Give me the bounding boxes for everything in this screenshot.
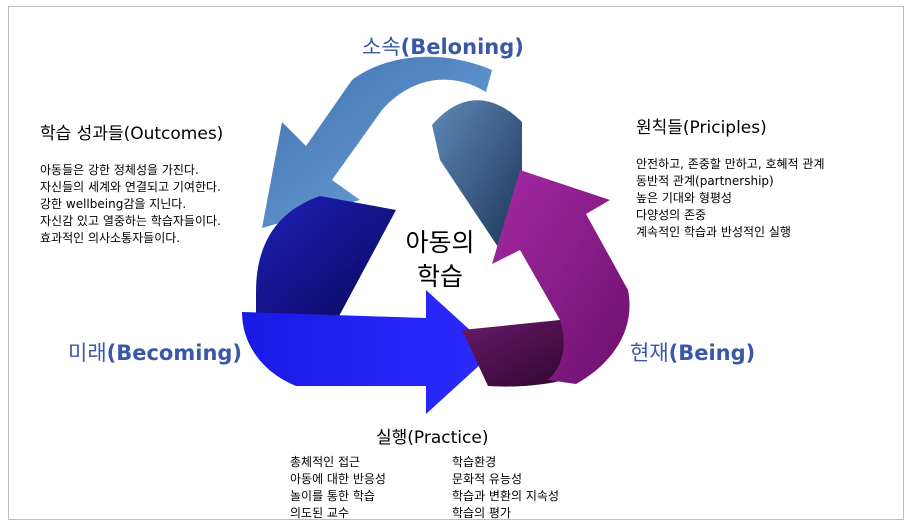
practice-item: 학습환경 bbox=[452, 455, 497, 469]
outcomes-item: 자신들의 세계와 연결되고 기여한다. bbox=[40, 180, 221, 194]
right-arrow-fold bbox=[462, 320, 588, 387]
right-arrow bbox=[492, 170, 630, 384]
becoming-label: 미래(Becoming) bbox=[68, 343, 242, 364]
center-line-1: 아동의 bbox=[405, 228, 475, 257]
practice-item: 학습과 변환의 지속성 bbox=[452, 489, 559, 503]
becoming-en: (Becoming) bbox=[106, 341, 243, 365]
outcomes-title: 학습 성과들(Outcomes) bbox=[40, 124, 224, 144]
principles-title: 원칙들(Priciples) bbox=[636, 118, 767, 138]
principles-item: 안전하고, 존중할 만하고, 호혜적 관계 bbox=[636, 157, 825, 171]
top-arrow bbox=[262, 56, 492, 228]
principles-item: 다양성의 존중 bbox=[636, 208, 707, 222]
diagram-frame bbox=[8, 6, 904, 520]
left-arrow-fold bbox=[256, 196, 396, 318]
outcomes-item: 자신감 있고 열중하는 학습자들이다. bbox=[40, 214, 221, 228]
practice-left-list: 총체적인 접근 아동에 대한 반응성 놀이를 통한 학습 의도된 교수 bbox=[290, 454, 386, 522]
becoming-ko: 미래 bbox=[68, 341, 107, 365]
top-arrow-fold bbox=[432, 100, 522, 250]
belonging-label: 소속(Beloning) bbox=[362, 37, 524, 58]
principles-item: 계속적인 학습과 반성적인 실행 bbox=[636, 225, 791, 239]
belonging-ko: 소속 bbox=[362, 35, 401, 59]
practice-item: 의도된 교수 bbox=[290, 506, 350, 520]
being-ko: 현재 bbox=[630, 341, 669, 365]
principles-item: 동반적 관계(partnership) bbox=[636, 174, 774, 188]
principles-list: 안전하고, 존중할 만하고, 호혜적 관계 동반적 관계(partnership… bbox=[636, 156, 825, 241]
center-label: 아동의 학습 bbox=[380, 226, 500, 294]
practice-title: 실행(Practice) bbox=[376, 428, 489, 448]
practice-item: 놀이를 통한 학습 bbox=[290, 489, 375, 503]
left-arrow bbox=[242, 290, 494, 414]
practice-item: 아동에 대한 반응성 bbox=[290, 472, 386, 486]
being-label: 현재(Being) bbox=[630, 343, 755, 364]
outcomes-item: 아동들은 강한 정체성을 가진다. bbox=[40, 163, 199, 177]
practice-item: 총체적인 접근 bbox=[290, 455, 361, 469]
outcomes-item: 효과적인 의사소통자들이다. bbox=[40, 231, 181, 245]
outcomes-list: 아동들은 강한 정체성을 가진다. 자신들의 세계와 연결되고 기여한다. 강한… bbox=[40, 162, 221, 247]
practice-right-list: 학습환경 문화적 유능성 학습과 변환의 지속성 학습의 평가 bbox=[452, 454, 559, 522]
being-en: (Being) bbox=[668, 341, 756, 365]
principles-item: 높은 기대와 형평성 bbox=[636, 191, 732, 205]
outcomes-item: 강한 wellbeing감을 지닌다. bbox=[40, 197, 187, 211]
belonging-en: (Beloning) bbox=[400, 35, 524, 59]
practice-item: 학습의 평가 bbox=[452, 506, 512, 520]
practice-item: 문화적 유능성 bbox=[452, 472, 523, 486]
center-line-2: 학습 bbox=[416, 262, 463, 291]
